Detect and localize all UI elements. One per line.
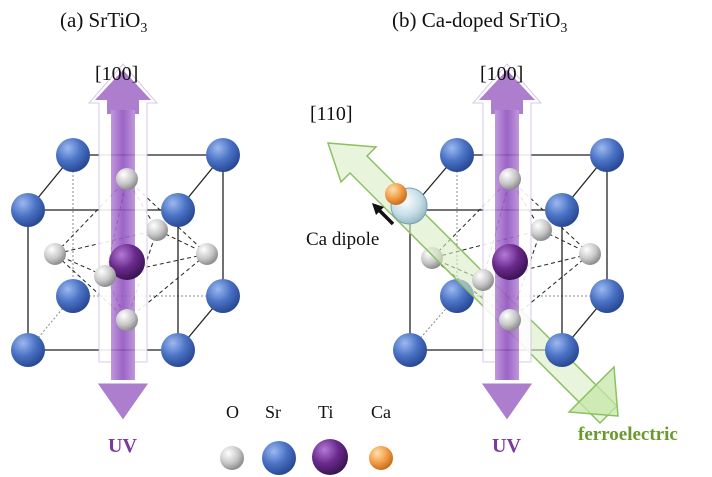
o-atom [116,168,138,190]
panel-b-uv-arrow [471,63,543,425]
legend-label-ca: Ca [371,402,391,422]
sr-atom [590,138,624,172]
panel-a-uv-label: UV [108,435,137,457]
legend-swatch-ti [312,439,348,475]
legend-swatch-ca [369,446,393,470]
sr-atom [545,333,579,367]
sr-atom [545,193,579,227]
panel-a-title: (a) SrTiO3 [60,8,147,36]
ca-dipole-pointer [372,203,395,226]
ca-atom [385,183,407,205]
o-atom [472,269,494,291]
sr-atom [590,279,624,313]
sr-atom [161,193,195,227]
legend-label-o: O [226,402,239,422]
panel-a-uv-arrow [87,63,159,425]
legend-swatch-o [220,446,244,470]
o-atom [146,219,168,241]
o-atom [44,243,66,265]
sr-atom [161,333,195,367]
panel-b-axis-label: [100] [480,63,523,85]
sr-atom [11,193,45,227]
o-atom [94,265,116,287]
o-atom [499,168,521,190]
sr-atom [56,279,90,313]
sr-atom [393,333,427,367]
o-atom [196,243,218,265]
panel-b-diag-axis-label: [110] [310,103,353,125]
ti-atom [492,244,528,280]
o-atom [499,309,521,331]
o-atom [530,219,552,241]
o-atom [579,243,601,265]
panel-b-uv-label: UV [492,435,521,457]
legend-label-ti: Ti [318,402,333,422]
panel-b-title: (b) Ca-doped SrTiO3 [392,8,567,36]
o-atom [116,309,138,331]
ti-atom [109,244,145,280]
legend-swatch-sr [262,441,296,475]
ca-dipole-label: Ca dipole [306,229,379,250]
sr-atom [206,279,240,313]
panel-a-axis-label: [100] [95,63,138,85]
legend-label-sr: Sr [265,402,281,422]
sr-atom [440,138,474,172]
sr-atom [206,138,240,172]
sr-atom [11,333,45,367]
sr-atom [56,138,90,172]
atom-legend: O Sr Ti Ca [220,402,393,475]
ferroelectric-label: ferroelectric [578,424,678,445]
